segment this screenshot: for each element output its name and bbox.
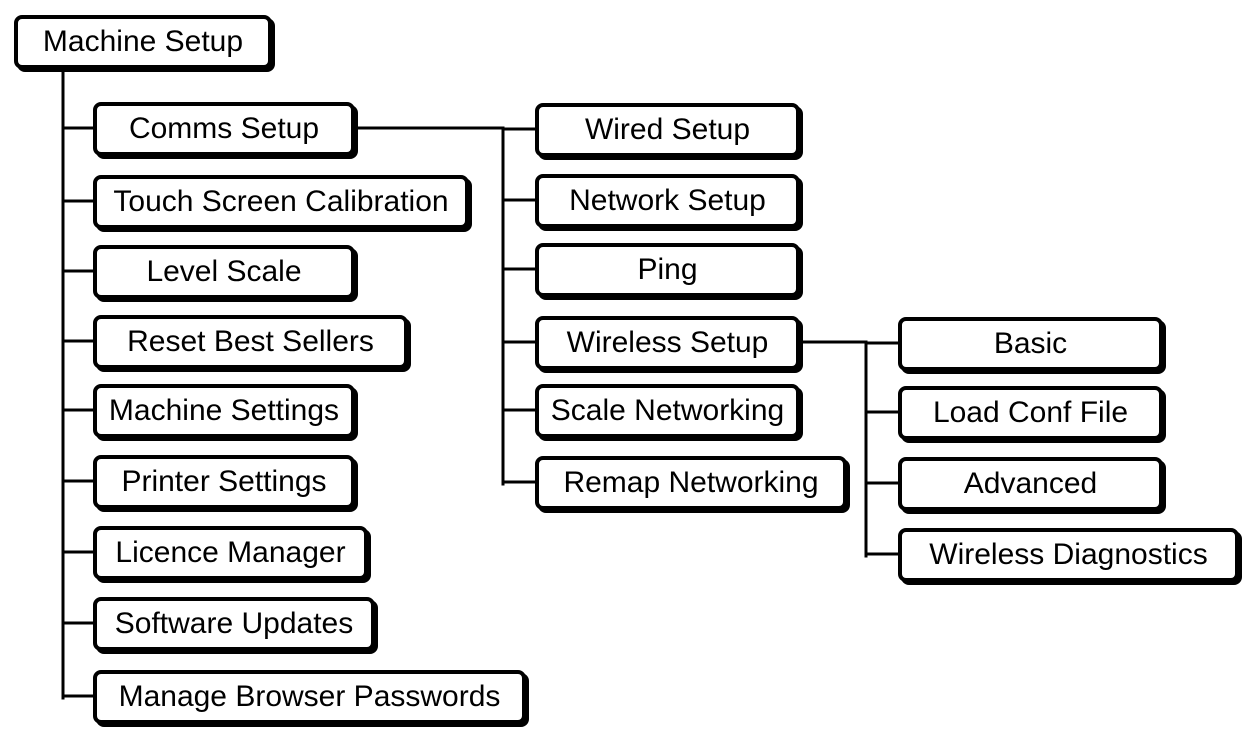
node-wireless-setup[interactable]: Wireless Setup [535, 316, 800, 370]
node-label: Comms Setup [128, 112, 320, 145]
node-wired-setup[interactable]: Wired Setup [535, 103, 800, 157]
node-network-setup[interactable]: Network Setup [535, 174, 800, 228]
node-label: Touch Screen Calibration [113, 185, 449, 218]
node-scale-networking[interactable]: Scale Networking [535, 384, 800, 438]
node-label: Machine Setup [42, 25, 244, 58]
node-reset-best-sellers[interactable]: Reset Best Sellers [93, 315, 408, 369]
node-comms-setup[interactable]: Comms Setup [93, 102, 355, 156]
node-machine-setup[interactable]: Machine Setup [14, 15, 272, 69]
node-remap-networking[interactable]: Remap Networking [535, 456, 847, 510]
node-label: Wireless Setup [566, 326, 769, 359]
node-ping[interactable]: Ping [535, 243, 800, 297]
node-licence-manager[interactable]: Licence Manager [93, 526, 368, 580]
node-label: Scale Networking [550, 394, 785, 427]
node-software-updates[interactable]: Software Updates [93, 597, 375, 651]
node-label: Network Setup [569, 184, 766, 217]
node-label: Load Conf File [932, 396, 1129, 429]
node-label: Licence Manager [115, 536, 346, 569]
node-label: Remap Networking [563, 466, 819, 499]
node-level-scale[interactable]: Level Scale [93, 245, 355, 299]
node-label: Wireless Diagnostics [929, 538, 1208, 571]
node-label: Ping [637, 253, 698, 286]
node-load-conf-file[interactable]: Load Conf File [898, 386, 1163, 440]
node-label: Wired Setup [584, 113, 751, 146]
node-manage-browser-passwords[interactable]: Manage Browser Passwords [93, 670, 526, 724]
node-label: Machine Settings [108, 394, 340, 427]
node-basic[interactable]: Basic [898, 317, 1163, 371]
node-wireless-diagnostics[interactable]: Wireless Diagnostics [898, 528, 1239, 582]
node-printer-settings[interactable]: Printer Settings [93, 455, 355, 509]
node-label: Basic [993, 327, 1068, 360]
node-label: Level Scale [146, 255, 302, 288]
node-advanced[interactable]: Advanced [898, 457, 1163, 511]
node-label: Advanced [963, 467, 1098, 500]
node-label: Reset Best Sellers [127, 325, 374, 358]
node-label: Manage Browser Passwords [118, 680, 501, 713]
node-machine-settings[interactable]: Machine Settings [93, 384, 355, 438]
node-label: Software Updates [114, 607, 354, 640]
node-label: Printer Settings [121, 465, 327, 498]
node-touch-screen-calibration[interactable]: Touch Screen Calibration [93, 175, 469, 229]
